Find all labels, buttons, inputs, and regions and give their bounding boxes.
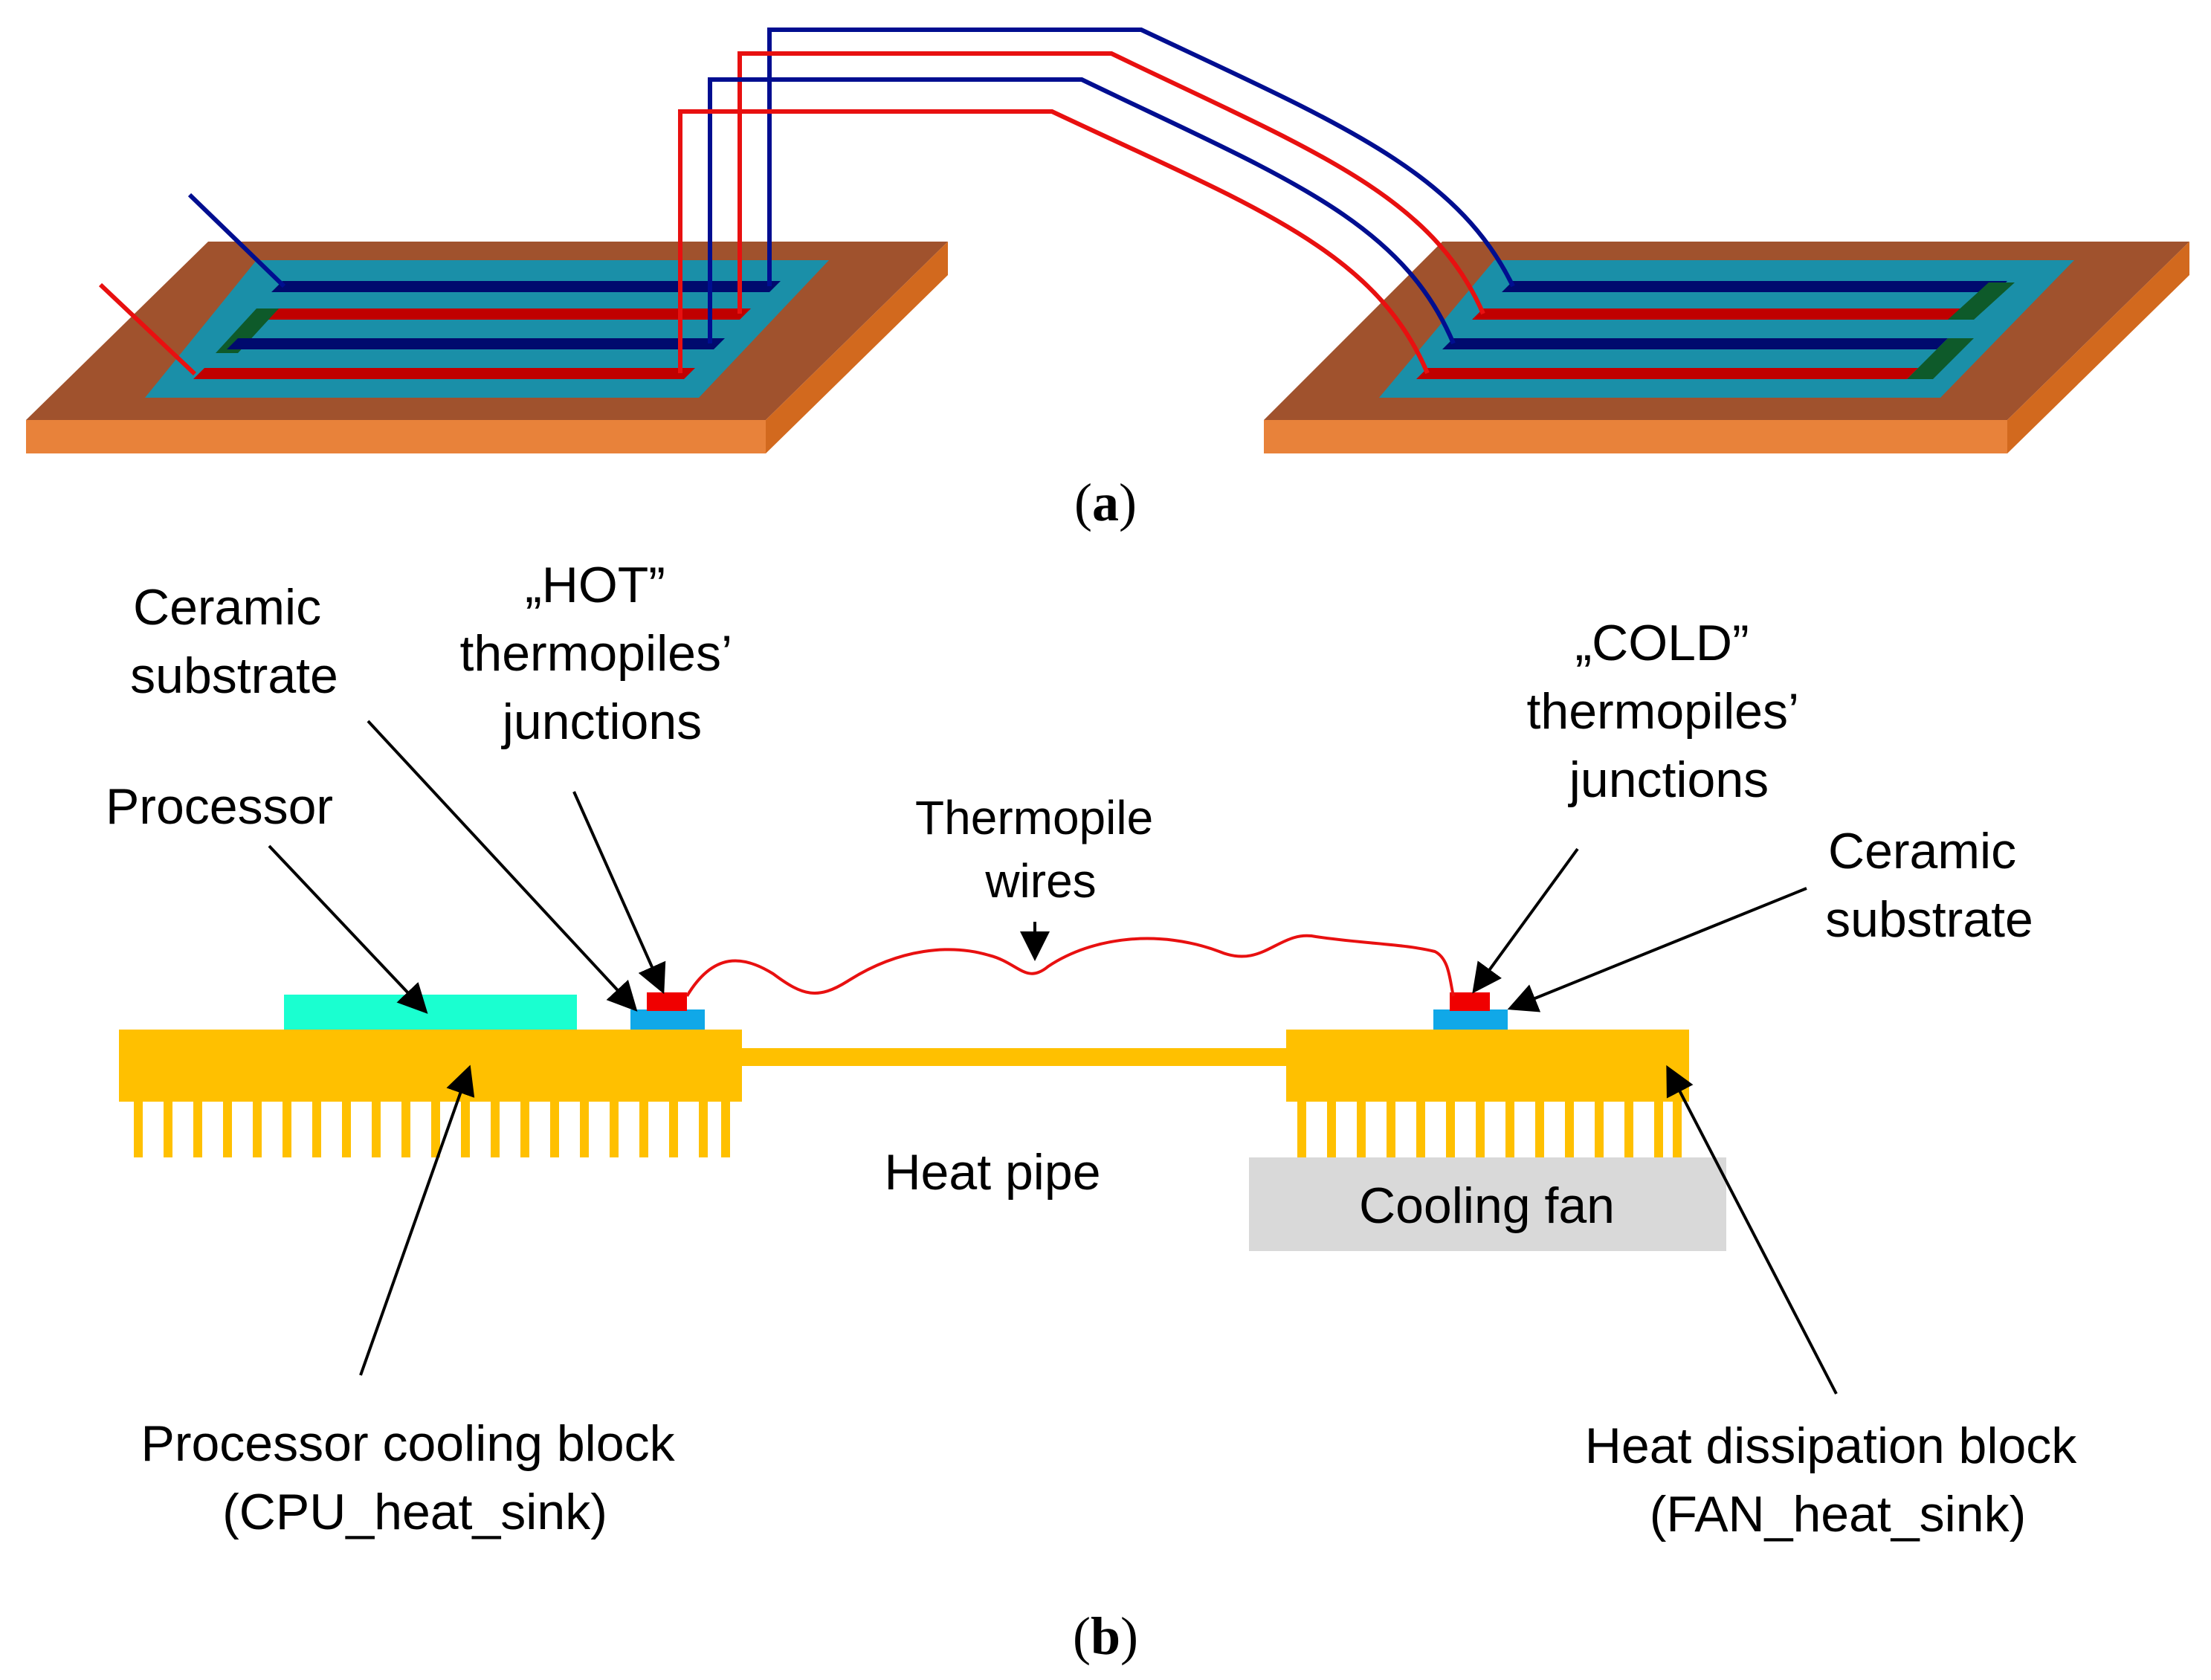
hot-strip-green bbox=[216, 308, 279, 353]
hot-junctions-label: „HOT” thermopiles’ junctions bbox=[460, 557, 745, 750]
cold-strip-blue-2 bbox=[1442, 338, 1948, 349]
arrow-cpu-heat-sink bbox=[359, 1064, 475, 1376]
cpu-heat-sink-body bbox=[119, 1030, 742, 1102]
cold-ceramic-substrate bbox=[1433, 1009, 1508, 1030]
panel-a-label: (a) bbox=[1074, 473, 1137, 532]
arrow-processor bbox=[268, 844, 428, 1014]
fan-heat-sink-fins bbox=[1297, 1102, 1682, 1157]
hot-junction bbox=[647, 992, 687, 1011]
cold-side-board bbox=[1264, 242, 2189, 453]
arrow-hot-junction bbox=[572, 791, 666, 995]
wire-blue-outer bbox=[767, 28, 1515, 288]
thermopile-wire bbox=[685, 934, 1455, 998]
thermopile-wires-label: Thermopile wires bbox=[915, 791, 1166, 908]
cold-ceramic-substrate bbox=[1379, 260, 2074, 398]
hot-board-front-edge bbox=[26, 420, 766, 453]
hot-strip-red-1 bbox=[249, 308, 751, 320]
panel-b-illustration: Cooling fan Ceramic substrate „HOT” ther… bbox=[106, 557, 2091, 1666]
ceramic-left-label: Ceramic substrate bbox=[130, 579, 338, 704]
cold-strip-green-1 bbox=[1948, 282, 2015, 320]
cold-strip-green-2 bbox=[1907, 338, 1974, 379]
hot-strip-blue-2 bbox=[227, 338, 725, 349]
arrow-fan-heat-sink bbox=[1666, 1064, 1838, 1395]
heat-pipe-label: Heat pipe bbox=[884, 1144, 1100, 1201]
panel-b-label: (b) bbox=[1073, 1606, 1138, 1666]
hot-lead-red bbox=[98, 282, 197, 376]
ceramic-right-label: Ceramic substrate bbox=[1825, 823, 2033, 948]
cpu-heat-sink-fins bbox=[134, 1102, 730, 1157]
hot-lead-blue bbox=[187, 193, 286, 288]
processor-label: Processor bbox=[106, 778, 333, 835]
hot-strip-blue-1 bbox=[271, 281, 781, 292]
cold-strip-red-2 bbox=[1416, 368, 1918, 379]
hot-ceramic-substrate bbox=[630, 1009, 705, 1030]
cooling-fan-box bbox=[1249, 1157, 1726, 1251]
cold-junctions-label: „COLD” thermopiles’ junctions bbox=[1527, 615, 1812, 808]
hot-ceramic-substrate bbox=[145, 260, 829, 398]
thermopile-wire-bundle bbox=[678, 28, 1515, 375]
wire-red-inner bbox=[678, 109, 1430, 375]
cold-strip-red-1 bbox=[1472, 308, 1978, 320]
arrow-cold-junction bbox=[1472, 847, 1579, 994]
fan-heat-sink-label: Heat dissipation block (FAN_heat_sink) bbox=[1585, 1418, 2091, 1542]
hot-board-right-edge bbox=[766, 242, 948, 453]
hot-strip-red-2 bbox=[193, 368, 695, 379]
panel-a-illustration: (a) bbox=[26, 28, 2189, 532]
cooling-fan-label: Cooling fan bbox=[1359, 1177, 1615, 1234]
heat-pipe bbox=[742, 1048, 1286, 1066]
fan-heat-sink-body bbox=[1286, 1030, 1689, 1102]
wire-red-outer bbox=[737, 51, 1485, 315]
hot-side-board bbox=[26, 193, 948, 453]
wire-blue-inner bbox=[708, 77, 1456, 345]
cpu-heat-sink bbox=[119, 1030, 742, 1157]
cold-board-right-edge bbox=[2007, 242, 2189, 453]
fan-heat-sink bbox=[1286, 1030, 1689, 1157]
arrow-ceramic-right bbox=[1507, 887, 1807, 1012]
cold-strip-blue-1 bbox=[1502, 281, 2007, 292]
cold-junction bbox=[1450, 992, 1490, 1011]
arrow-ceramic-left bbox=[367, 720, 638, 1012]
processor-chip bbox=[284, 995, 577, 1030]
cold-board-front-edge bbox=[1264, 420, 2007, 453]
cpu-heat-sink-label: Processor cooling block (CPU_heat_sink) bbox=[141, 1415, 688, 1540]
leader-arrows bbox=[268, 720, 1838, 1395]
